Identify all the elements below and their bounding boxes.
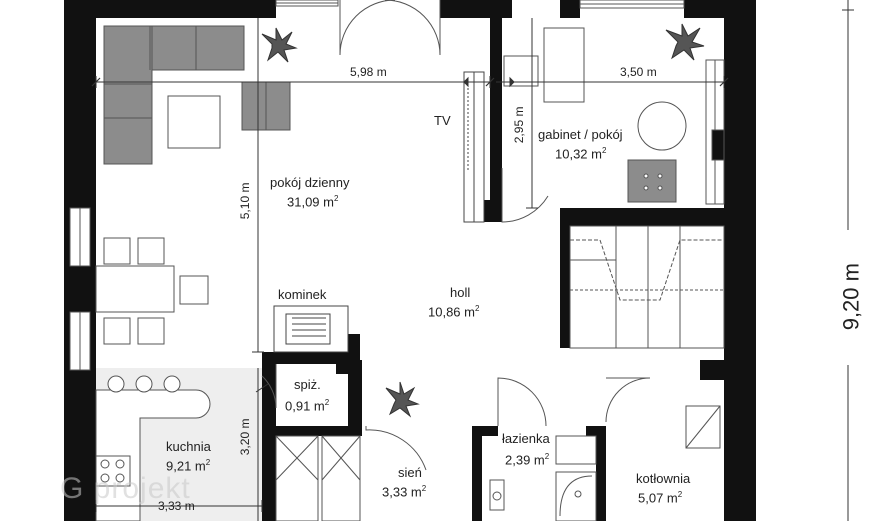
room-office-area-value: 10,32 m [555,146,602,162]
tv-stand [463,71,485,223]
room-hall-area-unit: 2 [421,484,427,493]
room-bathroom-area-unit: 2 [544,452,550,461]
dim-office-depth: 2,95 m [512,106,527,144]
room-boiler-name: kotłownia [636,471,691,486]
east-windows [705,59,725,205]
dining-set [95,237,209,345]
room-boiler-area-unit: 2 [677,490,683,499]
room-boiler-area: 5,07 m2 [638,490,682,506]
dim-living-width: 5,98 m [350,65,387,79]
room-pantry-area-unit: 2 [324,398,330,407]
room-hall-area-value: 3,33 m [382,484,422,500]
dim-total-depth: 9,20 m [838,263,864,331]
bathroom-door-swing [497,377,547,427]
dim-kitchen-depth: 3,20 m [238,418,253,456]
room-pantry-area-value: 0,91 m [285,398,325,414]
room-pantry-name: spiż. [294,377,321,392]
room-hall-area: 3,33 m2 [382,484,426,500]
label-fireplace: kominek [278,287,327,302]
room-hall-name: sień [398,465,422,480]
room-holl-area-value: 10,86 m [428,304,475,320]
window-arrow-icon [255,76,515,393]
west-windows [69,207,91,371]
hall-door-swing [365,426,427,471]
label-tv: TV [434,113,451,128]
room-office-name: gabinet / pokój [538,127,623,142]
bathroom-fixtures [489,435,597,521]
room-office-area: 10,32 m2 [555,146,606,162]
pantry-door-swing [261,364,277,409]
staircase [569,225,725,349]
kitchen-counter [95,375,211,521]
dim-office-width: 3,50 m [620,65,657,79]
boiler-unit [685,405,721,449]
dim-kitchen-width: 3,33 m [158,499,195,513]
watermark-logo: G projekt [60,472,191,505]
corner-sofa [103,25,245,165]
room-living-area-unit: 2 [333,194,339,203]
room-living-name: pokój dzienny [270,175,350,190]
room-bathroom-area: 2,39 m2 [505,452,549,468]
room-holl-area: 10,86 m2 [428,304,479,320]
room-bathroom-name: łazienka [502,431,550,446]
office-door-swing [501,168,549,223]
room-living-area: 31,09 m2 [287,194,338,210]
coffee-table [167,95,221,149]
room-kitchen-area-value: 9,21 m [166,458,206,474]
room-holl-area-unit: 2 [474,304,480,313]
boiler-door-swing [605,377,651,423]
office-furniture [503,27,687,203]
room-kitchen-name: kuchnia [166,439,211,454]
room-bathroom-area-value: 2,39 m [505,452,545,468]
room-kitchen-area: 9,21 m2 [166,458,210,474]
room-holl-name: holl [450,285,471,300]
room-office-area-unit: 2 [601,146,607,155]
north-openings [275,0,685,56]
dimension-ticks [91,77,729,87]
room-kitchen-area-unit: 2 [205,458,211,467]
dim-living-depth: 5,10 m [238,182,253,220]
fireplace-icon [273,305,349,353]
dimension-lines [95,0,854,521]
plant-icon [261,23,705,418]
wardrobe [275,435,361,521]
room-boiler-area-value: 5,07 m [638,490,678,506]
room-living-area-value: 31,09 m [287,194,334,210]
room-pantry-area: 0,91 m2 [285,398,329,414]
